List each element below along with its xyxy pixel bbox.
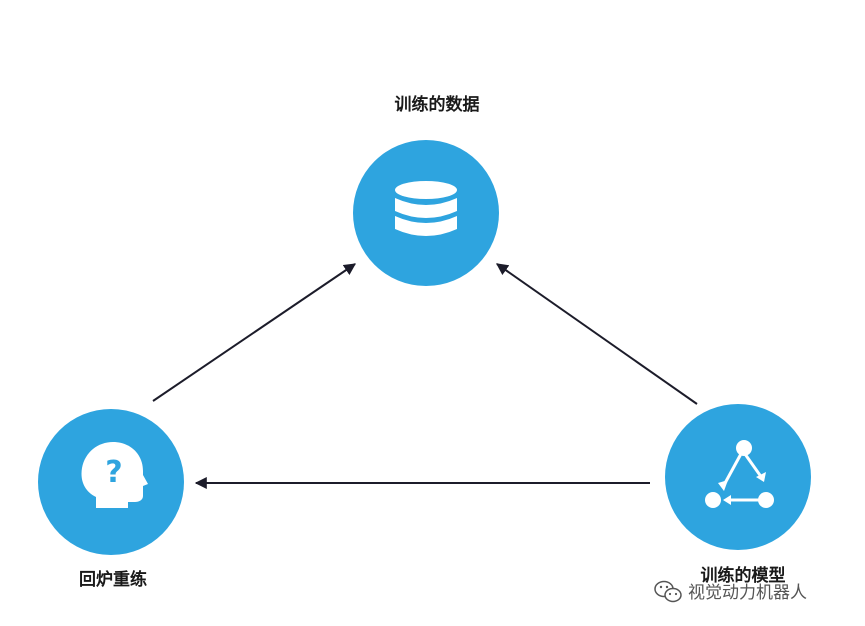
question-head-icon: ?	[81, 442, 148, 508]
database-icon	[395, 181, 457, 236]
cycle-graph-icon	[705, 440, 774, 508]
watermark-text: 视觉动力机器人	[688, 583, 807, 603]
arrow-right-to-top	[496, 263, 698, 405]
node-retrain: ? 回炉重练	[38, 409, 184, 590]
node-label-retrain: 回炉重练	[79, 569, 147, 590]
node-circle-trained-model	[665, 404, 811, 550]
node-label-trained-model: 训练的模型	[701, 565, 786, 586]
watermark: 视觉动力机器人	[654, 580, 807, 603]
node-training-data: 训练的数据	[353, 94, 499, 286]
node-label-training-data: 训练的数据	[395, 94, 480, 115]
edges	[152, 263, 698, 489]
arrow-left-to-top	[152, 263, 356, 402]
svg-text:?: ?	[105, 455, 122, 490]
wechat-icon	[654, 580, 682, 603]
node-trained-model: 训练的模型	[665, 404, 811, 586]
